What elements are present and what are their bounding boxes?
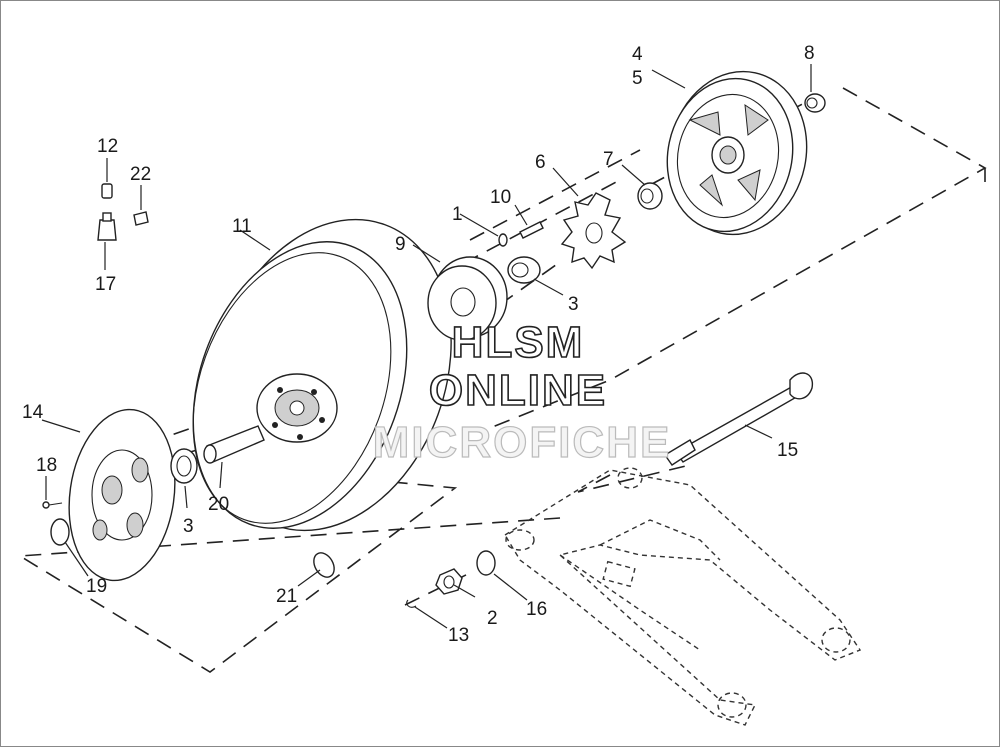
callout-labels: 1 2 3 3 4 5 6 7 8 9 10 11 12 13 14 15 16… xyxy=(22,43,815,646)
watermark-line-1: HLSM xyxy=(452,318,585,367)
upper-bearing xyxy=(507,256,541,284)
callout-20: 20 xyxy=(208,494,229,515)
pulley-bearing xyxy=(804,93,826,113)
left-bearing xyxy=(170,448,198,484)
sprocket-bushing xyxy=(637,182,663,210)
sprocket-hub xyxy=(427,256,508,341)
dowel-pin xyxy=(519,221,544,239)
callout-21: 21 xyxy=(276,586,297,607)
callout-12: 12 xyxy=(97,136,118,157)
callout-8: 8 xyxy=(804,43,815,64)
valve-stem xyxy=(97,212,117,241)
valve-nut xyxy=(133,211,149,226)
callout-3-upper: 3 xyxy=(568,294,579,315)
callout-11: 11 xyxy=(232,216,252,237)
callout-5: 5 xyxy=(632,68,643,89)
callout-18: 18 xyxy=(36,455,57,476)
rear-axle xyxy=(663,372,814,466)
callout-10: 10 xyxy=(490,187,511,208)
callout-4: 4 xyxy=(632,44,643,65)
cast-wheel xyxy=(192,218,452,532)
bearing-spacer xyxy=(203,425,265,464)
axle-nut xyxy=(435,568,463,595)
callout-22: 22 xyxy=(130,164,151,185)
axle-washer xyxy=(476,550,496,576)
small-washer xyxy=(498,233,508,247)
callout-16: 16 xyxy=(526,599,547,620)
valve-cap xyxy=(101,183,113,199)
callout-6: 6 xyxy=(535,152,546,173)
callout-13: 13 xyxy=(448,625,469,646)
rotor-bolt xyxy=(42,501,63,509)
rubber-isolator xyxy=(560,192,627,270)
watermark-line-2: ONLINE xyxy=(429,366,607,415)
rear-pulley xyxy=(666,70,808,236)
callout-1: 1 xyxy=(452,204,463,225)
swingarm-outline xyxy=(504,467,862,726)
callout-17: 17 xyxy=(95,274,116,295)
callout-2: 2 xyxy=(487,608,498,629)
callout-15: 15 xyxy=(777,440,798,461)
callout-19: 19 xyxy=(86,576,107,597)
watermark-line-3: MICROFICHE xyxy=(373,418,672,467)
leader-lines xyxy=(41,64,812,629)
callout-7: 7 xyxy=(603,149,614,170)
watermark: HLSM ONLINE MICROFICHE xyxy=(372,317,672,467)
brake-rotor xyxy=(68,408,176,582)
retaining-ring xyxy=(313,552,335,578)
callout-9: 9 xyxy=(395,234,406,255)
cotter-clip xyxy=(406,599,417,608)
callout-14: 14 xyxy=(22,402,44,423)
rotor-washer xyxy=(50,518,70,546)
callout-3-lower: 3 xyxy=(183,516,194,537)
